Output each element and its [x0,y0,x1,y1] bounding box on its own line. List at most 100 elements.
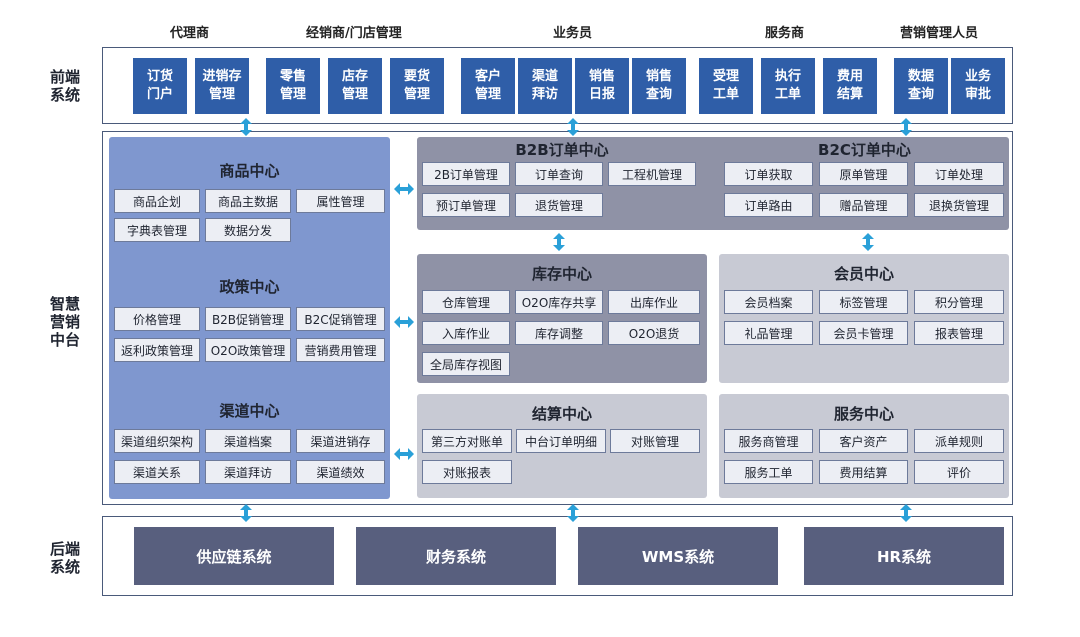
front-item-channel-visit[interactable]: 渠道 拜访 [518,58,572,114]
front-item-retail-mgmt[interactable]: 零售 管理 [266,58,320,114]
channel-item-visit[interactable]: 渠道拜访 [205,460,291,484]
inventory-item-warehouse[interactable]: 仓库管理 [422,290,510,314]
member-item-report-mgmt[interactable]: 报表管理 [914,321,1004,345]
arrow-b2b-inventory [553,233,565,251]
front-item-customer-mgmt[interactable]: 客户 管理 [461,58,515,114]
side-label-middle: 智慧 营销 中台 [49,295,80,349]
policy-item-b2b-promo[interactable]: B2B促销管理 [205,307,291,331]
arrow-back-left [240,504,252,522]
role-label-agent: 代理商 [170,26,210,41]
member-item-tag-mgmt[interactable]: 标签管理 [819,290,908,314]
inventory-item-adjustment[interactable]: 库存调整 [515,321,603,345]
channel-item-archive[interactable]: 渠道档案 [205,429,291,453]
inventory-item-o2o-return[interactable]: O2O退货 [608,321,700,345]
b2c-item-original-order[interactable]: 原单管理 [819,162,908,186]
back-item-wms[interactable]: WMS系统 [578,527,778,585]
role-label-salesman: 业务员 [553,26,593,41]
settlement-item-reconciliation[interactable]: 对账管理 [610,429,700,453]
service-item-dispatch-rules[interactable]: 派单规则 [914,429,1004,453]
policy-item-b2c-promo[interactable]: B2C促销管理 [296,307,385,331]
back-item-finance[interactable]: 财务系统 [356,527,556,585]
arrow-b2c-member [862,233,874,251]
b2c-item-order-routing[interactable]: 订单路由 [724,193,813,217]
channel-item-org-structure[interactable]: 渠道组织架构 [114,429,200,453]
policy-item-o2o-policy[interactable]: O2O政策管理 [205,338,291,362]
member-center-title: 会员中心 [833,265,894,283]
policy-item-rebate[interactable]: 返利政策管理 [114,338,200,362]
back-item-supply-chain[interactable]: 供应链系统 [134,527,334,585]
settlement-item-third-party-statement[interactable]: 第三方对账单 [422,429,512,453]
role-label-service-provider: 服务商 [765,26,805,41]
arrow-front-right [900,118,912,136]
back-item-hr[interactable]: HR系统 [804,527,1004,585]
channel-item-performance[interactable]: 渠道绩效 [296,460,385,484]
front-item-execute-ticket[interactable]: 执行 工单 [761,58,815,114]
service-center-title: 服务中心 [833,405,894,423]
settlement-center-title: 结算中心 [531,405,592,423]
member-item-gift-mgmt[interactable]: 礼品管理 [724,321,813,345]
b2b-item-return-mgmt[interactable]: 退货管理 [515,193,603,217]
b2c-center-title: B2C订单中心 [818,141,911,159]
service-item-expense-settlement[interactable]: 费用结算 [819,460,908,484]
side-label-front: 前端 系统 [49,68,80,104]
b2c-item-order-processing[interactable]: 订单处理 [914,162,1004,186]
service-item-service-ticket[interactable]: 服务工单 [724,460,813,484]
member-item-archive[interactable]: 会员档案 [724,290,813,314]
front-item-sales-query[interactable]: 销售 查询 [632,58,686,114]
arrow-goods-orders [394,183,414,195]
service-item-provider-mgmt[interactable]: 服务商管理 [724,429,813,453]
channel-item-relationship[interactable]: 渠道关系 [114,460,200,484]
member-item-points-mgmt[interactable]: 积分管理 [914,290,1004,314]
policy-item-price-mgmt[interactable]: 价格管理 [114,307,200,331]
goods-center-title: 商品中心 [219,162,280,180]
b2b-item-engineering-machine[interactable]: 工程机管理 [608,162,696,186]
channel-center-title: 渠道中心 [219,402,280,420]
front-item-data-query[interactable]: 数据 查询 [894,58,948,114]
b2b-item-order-query[interactable]: 订单查询 [515,162,603,186]
front-item-inventory-mgmt[interactable]: 进销存 管理 [195,58,249,114]
front-item-store-stock-mgmt[interactable]: 店存 管理 [328,58,382,114]
inventory-item-o2o-share[interactable]: O2O库存共享 [515,290,603,314]
policy-item-marketing-expense[interactable]: 营销费用管理 [296,338,385,362]
arrow-channel-settlement [394,448,414,460]
back-system-frame [102,516,1013,596]
front-item-sales-daily[interactable]: 销售 日报 [575,58,629,114]
b2c-item-return-exchange[interactable]: 退换货管理 [914,193,1004,217]
arrow-front-left [240,118,252,136]
member-center-panel [719,254,1009,383]
goods-item-attribute-mgmt[interactable]: 属性管理 [296,189,385,213]
b2c-item-order-fetch[interactable]: 订单获取 [724,162,813,186]
front-item-order-portal[interactable]: 订货 门户 [133,58,187,114]
b2c-item-gift-mgmt[interactable]: 赠品管理 [819,193,908,217]
front-item-business-approval[interactable]: 业务 审批 [951,58,1005,114]
inventory-item-global-view[interactable]: 全局库存视图 [422,352,510,376]
settlement-item-order-detail[interactable]: 中台订单明细 [516,429,606,453]
role-label-marketing-manager: 营销管理人员 [900,26,979,41]
inventory-item-inbound[interactable]: 入库作业 [422,321,510,345]
b2b-item-2b-order-mgmt[interactable]: 2B订单管理 [422,162,510,186]
arrow-back-center [567,504,579,522]
inventory-item-outbound[interactable]: 出库作业 [608,290,700,314]
middle-platform-frame [102,131,1013,505]
arrow-policy-inventory [394,316,414,328]
member-item-card-mgmt[interactable]: 会员卡管理 [819,321,908,345]
front-item-accept-ticket[interactable]: 受理 工单 [699,58,753,114]
goods-item-data-distribution[interactable]: 数据分发 [205,218,291,242]
role-label-dealer: 经销商/门店管理 [306,26,402,41]
goods-item-master-data[interactable]: 商品主数据 [205,189,291,213]
inventory-center-title: 库存中心 [531,265,592,283]
service-item-review[interactable]: 评价 [914,460,1004,484]
channel-item-inventory[interactable]: 渠道进销存 [296,429,385,453]
front-item-expense-settlement[interactable]: 费用 结算 [823,58,877,114]
arrow-front-center [567,118,579,136]
b2b-center-title: B2B订单中心 [515,141,609,159]
service-item-customer-assets[interactable]: 客户资产 [819,429,908,453]
settlement-item-report[interactable]: 对账报表 [422,460,512,484]
goods-item-dictionary-mgmt[interactable]: 字典表管理 [114,218,200,242]
goods-item-planning[interactable]: 商品企划 [114,189,200,213]
side-label-back: 后端 系统 [49,540,80,576]
arrow-back-right [900,504,912,522]
front-item-replenish-mgmt[interactable]: 要货 管理 [390,58,444,114]
b2b-item-preorder-mgmt[interactable]: 预订单管理 [422,193,510,217]
